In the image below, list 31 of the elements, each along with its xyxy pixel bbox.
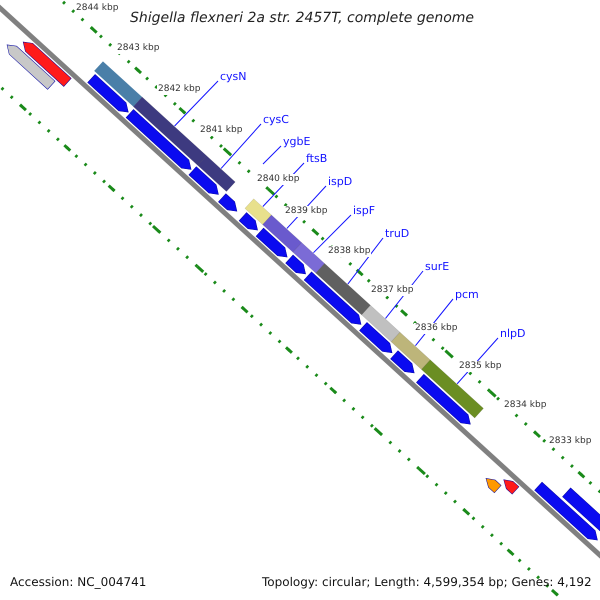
- gene-label: ispF: [353, 205, 376, 216]
- leader-line: [220, 124, 262, 169]
- gene-label: nlpD: [500, 328, 526, 339]
- leader-line: [174, 80, 218, 126]
- gene-label: ygbE: [283, 136, 310, 147]
- scale-label: 2836 kbp: [414, 323, 458, 334]
- scale-label: 2834 kbp: [503, 400, 548, 411]
- scale-label: 2843 kbp: [116, 43, 160, 54]
- scale-label: 2835 kbp: [458, 361, 502, 372]
- scale-label: 2844 kbp: [75, 3, 120, 14]
- scale-label: 2842 kbp: [157, 84, 202, 95]
- scale-label: 2837 kbp: [370, 285, 414, 296]
- scale-label: 2839 kbp: [284, 206, 328, 217]
- footer-text: Accession: NC_004741: [10, 576, 146, 588]
- leader-line: [262, 146, 282, 164]
- gene-label: cysC: [263, 114, 289, 125]
- leader-line: [313, 214, 352, 254]
- leader-line: [347, 238, 384, 284]
- scale-label: 2841 kbp: [199, 125, 244, 136]
- gene-label: truD: [385, 228, 410, 239]
- gene-label: pcm: [455, 289, 479, 300]
- gene-label: ispD: [328, 176, 352, 187]
- scale-label: 2840 kbp: [256, 174, 300, 185]
- scale-label: 2833 kbp: [548, 436, 592, 447]
- gene-label: surE: [425, 261, 450, 272]
- scale-label: 2838 kbp: [327, 246, 372, 257]
- title: Shigella flexneri 2a str. 2457T, complete genome: [130, 11, 474, 25]
- gene-label: cysN: [220, 71, 247, 82]
- gene-label: ftsB: [306, 153, 328, 164]
- footer-text: Topology: circular; Length: 4,599,354 bp; Genes: 4,192: [262, 576, 592, 588]
- gene-feature: [197, 155, 236, 192]
